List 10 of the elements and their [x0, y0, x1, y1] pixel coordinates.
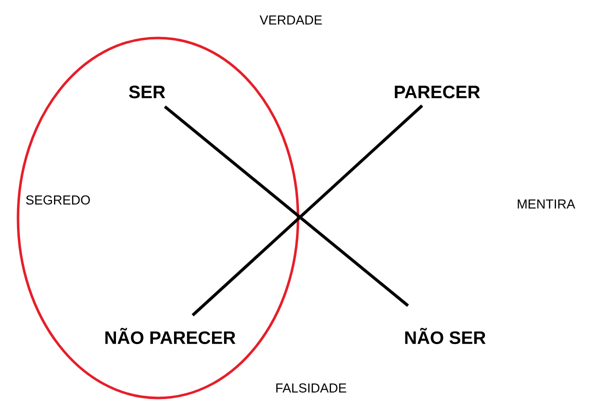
line — [192, 104, 424, 316]
side-label: VERDADE — [260, 16, 322, 24]
term-label: NÃO PARECER — [105, 328, 236, 344]
term-label: PARECER — [394, 86, 480, 98]
line — [164, 105, 409, 307]
side-label: MENTIRA — [518, 200, 576, 208]
term-label: SER — [129, 86, 166, 98]
side-label: FALSIDADE — [276, 383, 346, 393]
term-label: NÃO SER — [405, 328, 486, 344]
ellipse-label: SEGREDO — [26, 195, 90, 205]
